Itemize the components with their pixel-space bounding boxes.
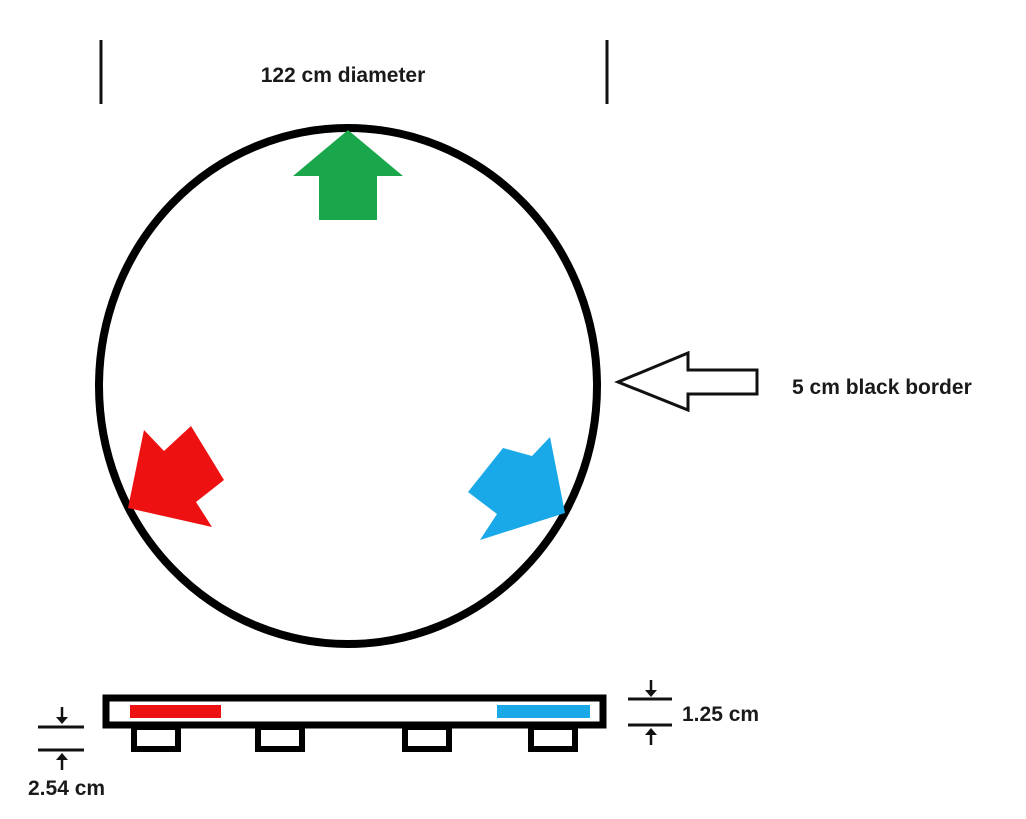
red-arrow bbox=[128, 426, 224, 527]
border-pointer-arrow bbox=[614, 350, 759, 413]
side-view-foot bbox=[528, 724, 578, 752]
side-view-foot bbox=[255, 724, 305, 752]
thickness-bottom-label: 2.54 cm bbox=[28, 777, 105, 800]
blue-strip bbox=[497, 705, 590, 718]
red-strip bbox=[130, 705, 221, 718]
arena-circle bbox=[95, 124, 601, 648]
border-label: 5 cm black border bbox=[792, 376, 972, 399]
green-arrow bbox=[293, 130, 403, 220]
thickness-marker-top bbox=[628, 680, 672, 745]
diameter-label: 122 cm diameter bbox=[261, 64, 426, 87]
thickness-top-label: 1.25 cm bbox=[682, 703, 759, 726]
side-view-foot bbox=[131, 724, 181, 752]
side-view-foot bbox=[402, 724, 452, 752]
thickness-marker-bottom bbox=[38, 707, 84, 770]
blue-arrow bbox=[468, 437, 565, 540]
